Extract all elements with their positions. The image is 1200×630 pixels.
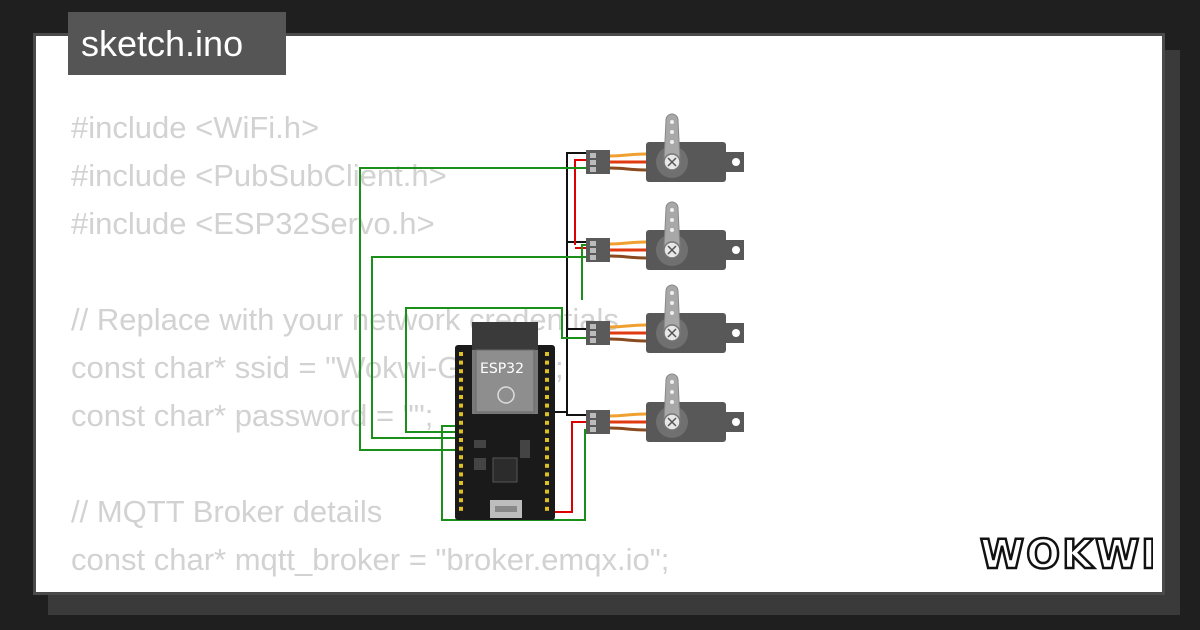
board-pin <box>545 489 549 494</box>
board-pin <box>545 369 549 374</box>
board-pin <box>545 472 549 477</box>
board-pin <box>459 386 463 391</box>
board-label: ESP32 <box>480 361 524 377</box>
board-pin <box>459 377 463 382</box>
project-card[interactable]: #include <WiFi.h> #include <PubSubClient.… <box>33 33 1165 595</box>
board-pin <box>545 506 549 511</box>
board-pin <box>459 352 463 356</box>
code-line: const char* topic = "esp32/servo"; <box>71 584 669 592</box>
board-pin <box>545 481 549 485</box>
board-pin <box>459 455 463 460</box>
board-pin <box>459 420 463 425</box>
board-pin <box>545 360 549 365</box>
board-pin <box>459 429 463 434</box>
board-pin <box>459 481 463 485</box>
file-tab-title: sketch.ino <box>68 12 286 75</box>
board-pin <box>545 498 549 503</box>
board-pin <box>545 403 549 408</box>
board-pin <box>545 438 549 442</box>
board-pin <box>545 386 549 391</box>
board-pin <box>459 438 463 442</box>
wokwi-logo[interactable]: WOKWI <box>978 528 1153 578</box>
board-pin <box>545 455 549 460</box>
code-line: #include <ESP32Servo.h> <box>71 206 435 241</box>
code-line: #include <PubSubClient.h> <box>71 158 447 193</box>
board-pin <box>545 412 549 417</box>
board-pin <box>459 412 463 417</box>
servo-motor-1 <box>584 112 746 184</box>
code-line: const char* mqtt_broker = "broker.emqx.i… <box>71 542 670 577</box>
servo-motor-2 <box>584 200 746 272</box>
board-pin <box>459 395 463 399</box>
servo-motor-4 <box>584 372 746 444</box>
board-pin <box>545 420 549 425</box>
board-pin <box>545 377 549 382</box>
esp32-board: ESP32 <box>455 322 555 520</box>
board-pin <box>545 429 549 434</box>
board-pin <box>459 446 463 451</box>
code-line: #include <WiFi.h> <box>71 110 320 145</box>
code-line: // MQTT Broker details <box>71 494 383 529</box>
board-pin <box>459 463 463 468</box>
board-pin <box>545 446 549 451</box>
board-pin <box>545 395 549 399</box>
board-pin <box>459 403 463 408</box>
servo-motor-3 <box>584 283 746 355</box>
wokwi-logo-text: WOKWI <box>980 532 1153 578</box>
board-pin <box>459 360 463 365</box>
code-line: const char* password = ""; <box>71 398 434 433</box>
board-pin <box>545 463 549 468</box>
board-pin <box>459 472 463 477</box>
board-pin <box>459 498 463 503</box>
board-pin <box>459 506 463 511</box>
board-pin <box>545 352 549 356</box>
board-pin <box>459 489 463 494</box>
board-pin <box>459 369 463 374</box>
